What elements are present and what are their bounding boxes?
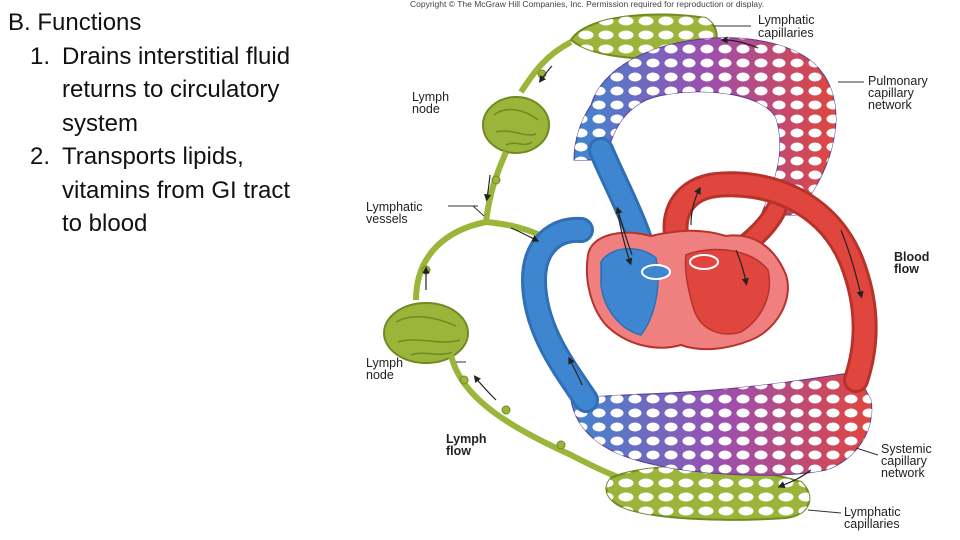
systemic-capillary-network — [570, 371, 873, 476]
lymph-node-top — [482, 96, 550, 154]
arrow — [777, 469, 812, 489]
label-lymphatic-capillaries-bottom: Lymphatic capillaries — [844, 505, 904, 531]
arrow — [538, 65, 553, 83]
arrow — [690, 186, 701, 226]
list-line: Transports lipids, — [62, 143, 244, 170]
list-number: 2. — [30, 143, 51, 170]
list-line: returns to circulatory — [62, 76, 280, 103]
label-lymph-node-bottom: Lymph node — [366, 356, 407, 382]
lymphatic-network — [383, 13, 811, 521]
flow-arrows — [422, 36, 864, 489]
list-line: system — [62, 109, 139, 137]
copyright-notice: Copyright © The McGraw Hill Companies, I… — [410, 0, 764, 9]
label-blood-flow: Blood flow — [894, 250, 933, 276]
section-heading: B. Functions — [8, 9, 142, 36]
diagram-canvas: Copyright © The McGraw Hill Companies, I… — [366, 0, 935, 531]
leader-lines — [448, 25, 879, 514]
figure-labels: Lymphatic capillaries Pulmonary capillar… — [366, 13, 935, 531]
label-lymph-node-top: Lymph node — [412, 90, 453, 116]
list-line: Drains interstitial fluid — [62, 42, 291, 70]
slide-text: B. Functions 1. Drains interstitial flui… — [8, 6, 353, 241]
lymph-node-bottom — [383, 302, 469, 364]
lymphatic-system-diagram: Copyright © The McGraw Hill Companies, I… — [356, 0, 960, 540]
arrow — [735, 249, 749, 286]
arrow — [615, 206, 633, 256]
arrow — [510, 227, 540, 242]
label-lymphatic-vessels: Lymphatic vessels — [366, 200, 426, 226]
arrow — [720, 36, 759, 49]
arrow — [473, 375, 497, 401]
label-lymphatic-capillaries-top: Lymphatic capillaries — [758, 13, 818, 40]
arrow — [840, 229, 864, 299]
list-item: 2. Transports lipids, vitamins from GI t… — [8, 140, 353, 241]
label-pulmonary-capillary-network: Pulmonary capillary network — [868, 74, 931, 112]
heart — [585, 229, 789, 351]
arrow — [617, 214, 633, 266]
label-lymph-flow: Lymph flow — [446, 432, 490, 458]
arrow — [568, 356, 583, 386]
arrow — [484, 174, 492, 202]
list-item: 1. Drains interstitial fluid returns to … — [8, 40, 353, 141]
list-line: to blood — [62, 210, 148, 237]
list-number: 1. — [30, 42, 51, 70]
label-systemic-capillary-network: Systemic capillary network — [881, 442, 935, 480]
list-line: vitamins from GI tract — [62, 176, 291, 204]
